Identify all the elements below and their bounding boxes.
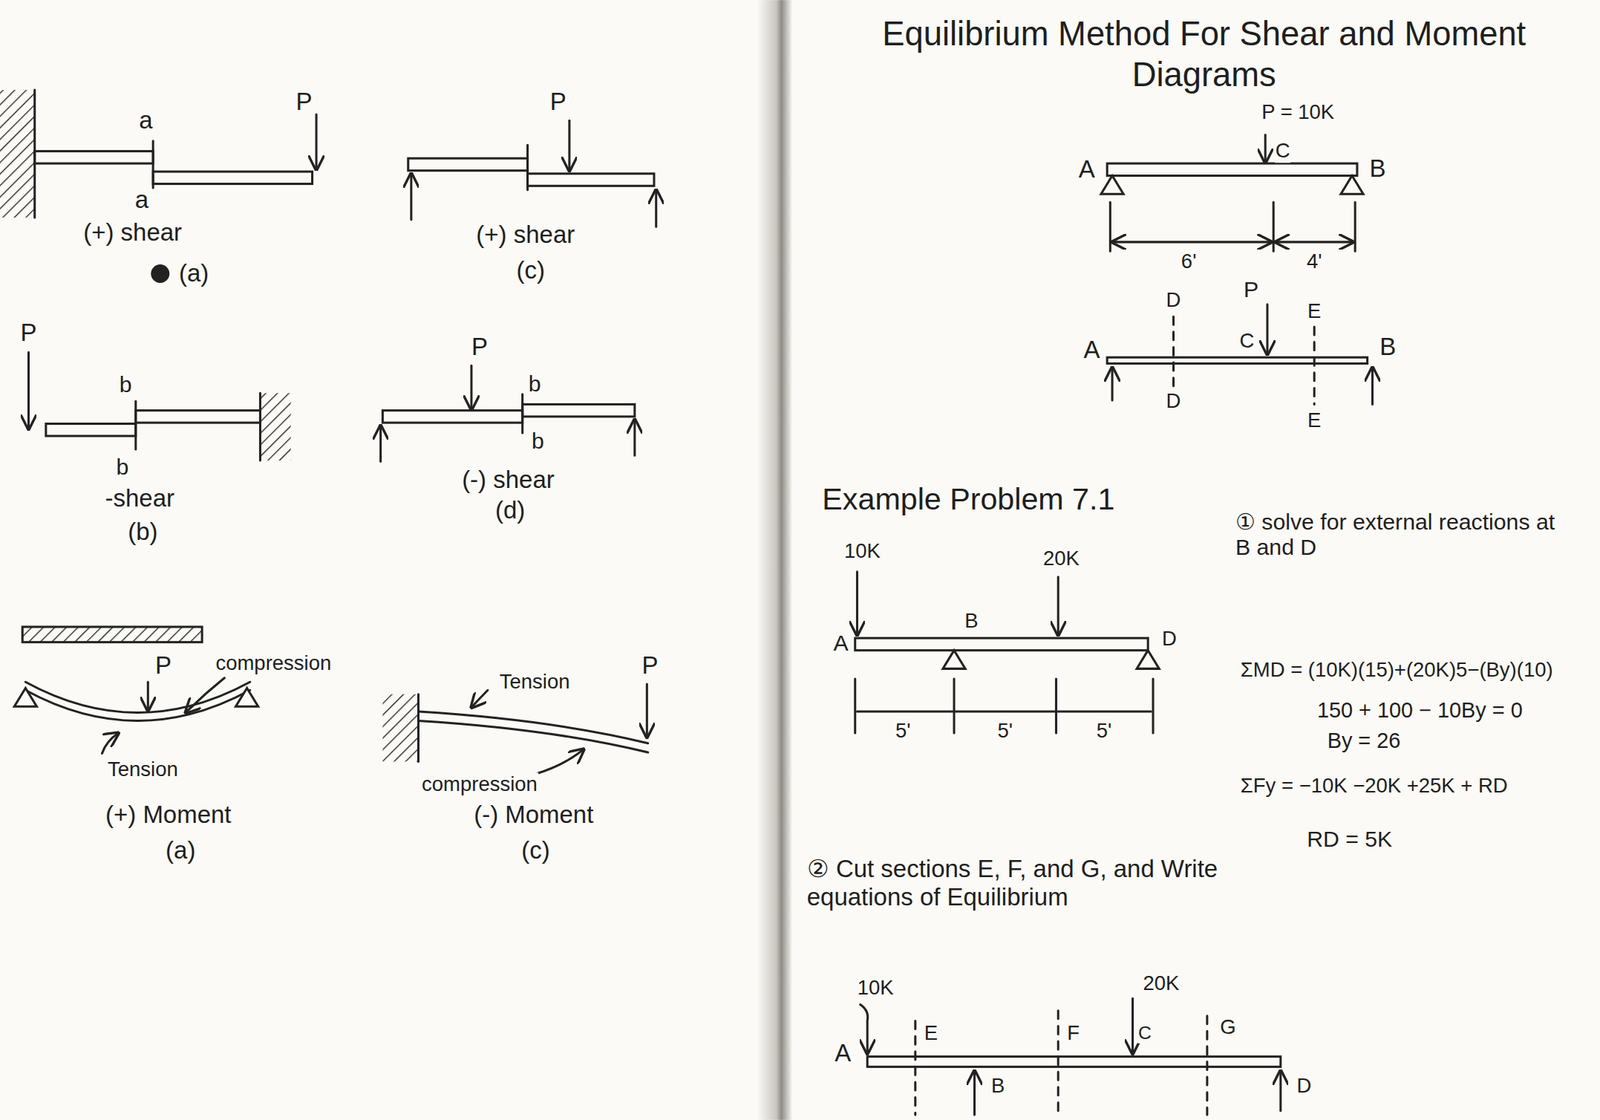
sketch-label: 150 + 100 − 10By = 0 [1316, 697, 1524, 723]
sketch-label: Example Problem 7.1 [821, 482, 1116, 518]
sketch-label: 5' [996, 718, 1014, 743]
sketch-label: 10K [843, 539, 882, 563]
sketch-label: A [1083, 335, 1102, 364]
sketch-label: P [640, 651, 659, 680]
sketch-label: C [1137, 1022, 1153, 1044]
sketch-label: ΣFy = −10K −20K +25K + RD [1239, 773, 1509, 798]
sketch-label: 10K [856, 976, 895, 1001]
sketch-label: B [1368, 154, 1387, 183]
sketch-label: A [833, 1038, 852, 1067]
sketch-label: (a) [164, 836, 197, 865]
sketch-label: compression [420, 772, 539, 796]
sketch-label: P [295, 87, 314, 116]
sketch-label: C [1274, 139, 1292, 164]
sketch-label: 5' [894, 718, 912, 743]
sketch-label: 4' [1305, 249, 1324, 274]
sketch-label: (+) shear [82, 218, 183, 247]
sketch-label: 20K [1042, 546, 1081, 571]
sketch-label: P [19, 318, 38, 347]
sketch-label: E [1306, 408, 1322, 433]
sketch-label: (a) [178, 259, 210, 288]
sketch-label: P [549, 87, 568, 116]
sketch-label: a [134, 185, 150, 214]
sketch-label: ΣMD = (10K)(15)+(20K)5−(By)(10) [1239, 657, 1554, 682]
sketch-label: By = 26 [1326, 728, 1402, 753]
sketch-label: Tension [498, 669, 571, 694]
sketch-label: G [1219, 1014, 1237, 1039]
sketch-label: P [470, 332, 489, 361]
sketch-label: B [990, 1074, 1006, 1099]
sketch-label: B [963, 608, 979, 633]
sketch-label: Tension [106, 757, 179, 782]
sketch-label: (+) shear [475, 220, 576, 249]
sketch-label: A [1078, 155, 1096, 184]
sketch-label: (-) shear [461, 465, 556, 494]
sketch-label: 6' [1180, 249, 1198, 274]
sketch-label: E [923, 1020, 939, 1045]
sketch-label: E [1306, 299, 1322, 323]
sketch-label: P [1242, 276, 1260, 303]
sketch-label: -shear [104, 484, 176, 513]
sketch-label: (+) Moment [104, 800, 232, 829]
sketch-label: D [1165, 288, 1182, 312]
sketch-label: F [1066, 1020, 1081, 1045]
sketch-label: A [832, 629, 849, 656]
sketch-label: 20K [1142, 971, 1181, 995]
sketch-label: (-) Moment [472, 800, 594, 829]
sketch-label: 5' [1095, 718, 1113, 743]
sketch-label: compression [214, 651, 332, 676]
sketch-label: P = 10K [1260, 100, 1335, 124]
sketch-label: D [1296, 1074, 1313, 1099]
sketch-label: b [118, 371, 133, 398]
sketch-label: a [138, 106, 153, 135]
sketch-label: b [115, 454, 130, 481]
sketch-label: C [1239, 328, 1256, 353]
sketch-label: (c) [515, 256, 545, 285]
sketch-label: ② Cut sections E, F, and G, and Write eq… [806, 854, 1288, 911]
sketch-label: ① solve for external reactions at B and … [1234, 509, 1574, 562]
sketch-label: RD = 5K [1305, 825, 1393, 852]
sketch-label: b [527, 370, 542, 397]
page-title: Equilibrium Method For Shear and Moment … [806, 14, 1600, 96]
sketch-label: b [530, 427, 545, 454]
sketch-label: P [154, 651, 173, 680]
sketch-label: D [1161, 627, 1178, 652]
sketch-label: D [1165, 389, 1182, 413]
sketch-label: B [1378, 332, 1397, 361]
sketch-label: (d) [494, 495, 526, 525]
sketch-label: (c) [520, 836, 551, 865]
sketch-label: (b) [126, 517, 159, 546]
